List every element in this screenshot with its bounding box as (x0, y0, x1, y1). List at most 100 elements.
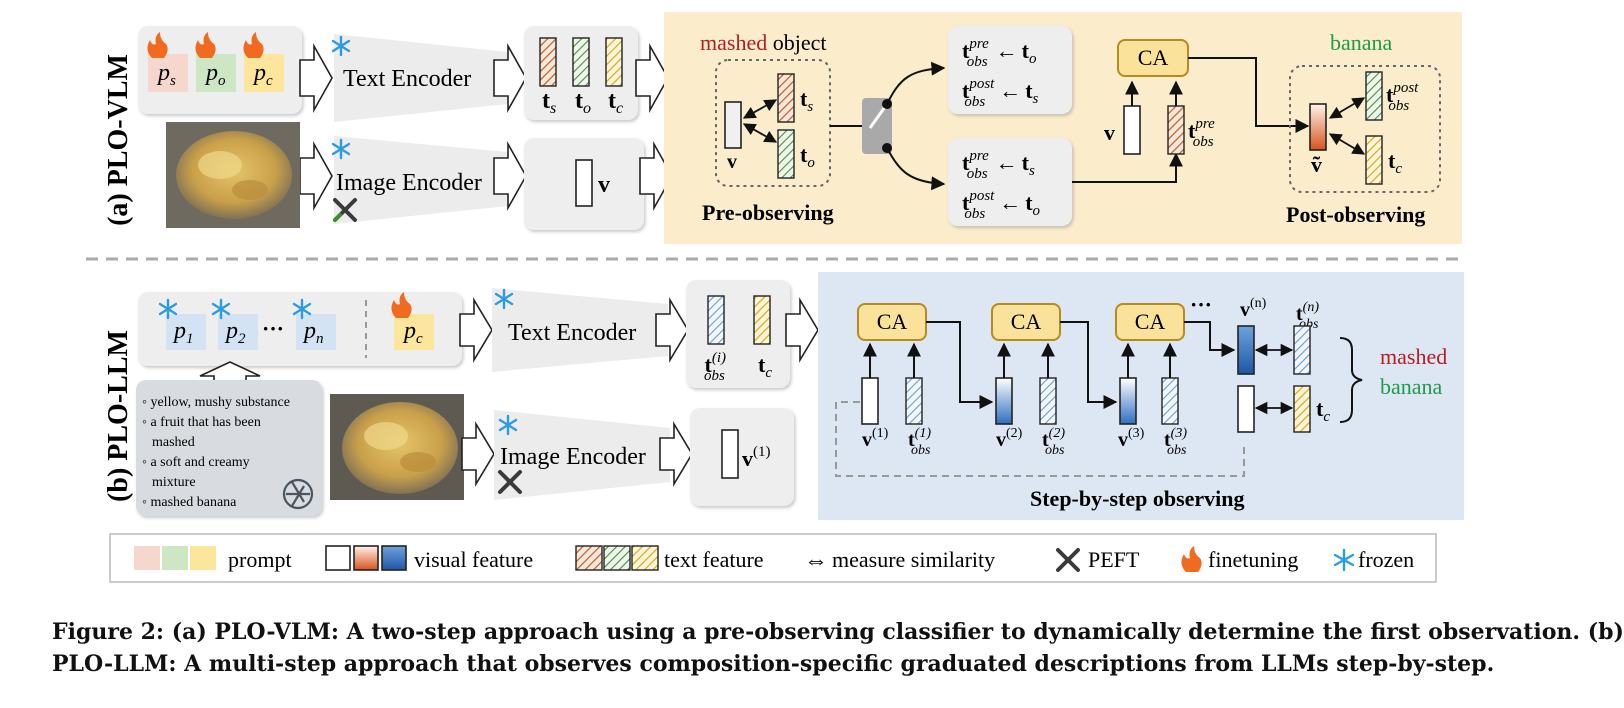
branch-arrow-bottom (886, 147, 946, 191)
block-arrow (659, 421, 693, 487)
visual-feature-v (1123, 105, 1141, 155)
legend-measure-similarity: measure similarity (832, 547, 995, 572)
text-encoder-b (492, 288, 668, 372)
prompt-po: po (196, 54, 236, 92)
svg-text:p2: p2 (224, 318, 246, 347)
fire-icon (147, 32, 168, 58)
visual-feature-v-label: v (598, 172, 610, 198)
prompt-pc: pc (244, 54, 284, 92)
description-line: ◦ a soft and creamy (142, 455, 250, 470)
similarity-arrow (1328, 97, 1366, 155)
legend-text-feature: text feature (664, 547, 764, 572)
branch-arrow-top (886, 61, 946, 105)
fire-icon (243, 32, 264, 58)
legend-visual-feature: visual feature (414, 547, 533, 572)
mashed-word: mashed (700, 30, 767, 55)
caption-line: PLO-LLM: A multi-step approach that obse… (52, 651, 1495, 677)
svg-text:v(1): v(1) (862, 426, 889, 451)
legend-frozen: frozen (1358, 547, 1414, 572)
svg-text:po: po (204, 60, 226, 89)
prompt-pn: pn (296, 314, 336, 350)
similarity-arrow (1254, 343, 1294, 415)
svg-text:p1: p1 (172, 318, 194, 347)
image-encoder-b (494, 410, 670, 500)
step-ellipsis: ··· (1190, 292, 1212, 317)
text-feature-tc (753, 295, 771, 345)
ca-label: CA (1135, 309, 1166, 334)
svg-text:tc: tc (1388, 148, 1402, 177)
tools-icon (333, 198, 357, 222)
svg-text:v(1): v(1) (742, 444, 771, 471)
prompt-pc: pc (394, 314, 434, 350)
text-encoder-a (334, 34, 508, 122)
description-line: ◦ yellow, mushy substance (142, 395, 290, 410)
image-encoder-b-label: Image Encoder (500, 444, 646, 470)
snowflake-icon (158, 298, 312, 320)
block-arrow (461, 421, 495, 487)
fire-icon (391, 292, 412, 318)
ca-label: CA (877, 309, 908, 334)
svg-text:ts: ts (800, 86, 813, 115)
openai-logo-icon (282, 478, 314, 510)
food-image-b (330, 394, 464, 500)
result-mashed: mashed (1380, 344, 1447, 369)
step-arrow (1184, 321, 1236, 357)
svg-text:t(1)obs: t(1)obs (908, 426, 931, 458)
post-observing-label: Post-observing (1286, 202, 1425, 227)
block-arrow (635, 42, 669, 114)
fire-icon (1181, 546, 1202, 572)
visual-feature-group-b (690, 408, 794, 506)
block-arrow (299, 140, 333, 212)
description-line: mixture (152, 475, 196, 490)
snowflake-icon (1333, 548, 1355, 572)
snowflake-icon (494, 288, 514, 310)
fire-icon (195, 32, 216, 58)
step-arrow (1060, 321, 1118, 409)
text-feature-t-obs-3 (1161, 377, 1179, 425)
similarity-arrow (742, 99, 778, 143)
tools-icon (498, 470, 522, 494)
llm-description-box (136, 380, 322, 516)
svg-text:tc: tc (758, 352, 772, 381)
prompt-ps: ps (148, 54, 188, 92)
step-arrow (926, 321, 994, 409)
text-feature-t-obs-pre (1167, 105, 1185, 155)
visual-feature-v-tilde (1309, 103, 1327, 151)
visual-feature-v2 (995, 377, 1013, 425)
text-encoder-b-label: Text Encoder (508, 320, 636, 346)
food-image-a (166, 122, 300, 228)
visual-feature-vn (1237, 325, 1255, 375)
text-encoder-a-label: Text Encoder (343, 66, 471, 92)
image-encoder-a (334, 136, 508, 224)
svg-text:mashed object: mashed object (700, 30, 826, 55)
section-a-label: (a) PLO-VLM (103, 54, 134, 226)
block-arrow (299, 42, 333, 114)
visual-feature-vn-copy (1237, 385, 1255, 433)
text-feature-to (777, 129, 795, 179)
assignment-box-top (948, 26, 1072, 114)
text-feature-t-obs-2 (1039, 377, 1057, 425)
legend-peft: PEFT (1088, 547, 1140, 572)
pre-observing-label: Pre-observing (702, 200, 834, 225)
svg-text:t(2)obs: t(2)obs (1042, 426, 1065, 458)
result-banana: banana (1380, 374, 1443, 399)
svg-text:t(i)obs: t(i)obs (704, 350, 726, 384)
post-observing-box (1289, 65, 1441, 193)
text-feature-to (572, 37, 590, 87)
legend-finetuning: finetuning (1208, 547, 1298, 572)
svg-text:v(2): v(2) (996, 426, 1023, 451)
svg-text:tc: tc (608, 88, 623, 117)
visual-feature-v-label: v (1104, 120, 1115, 145)
block-arrow (493, 140, 527, 212)
prompt-ellipsis: ··· (262, 316, 284, 341)
svg-text:tc: tc (1316, 396, 1330, 425)
snowflake-icon (331, 138, 351, 160)
svg-text:ps: ps (156, 60, 176, 89)
feedback-loop (835, 401, 1245, 477)
visual-feature-v1 (721, 429, 739, 479)
text-feature-t-obs-n (1293, 325, 1311, 375)
